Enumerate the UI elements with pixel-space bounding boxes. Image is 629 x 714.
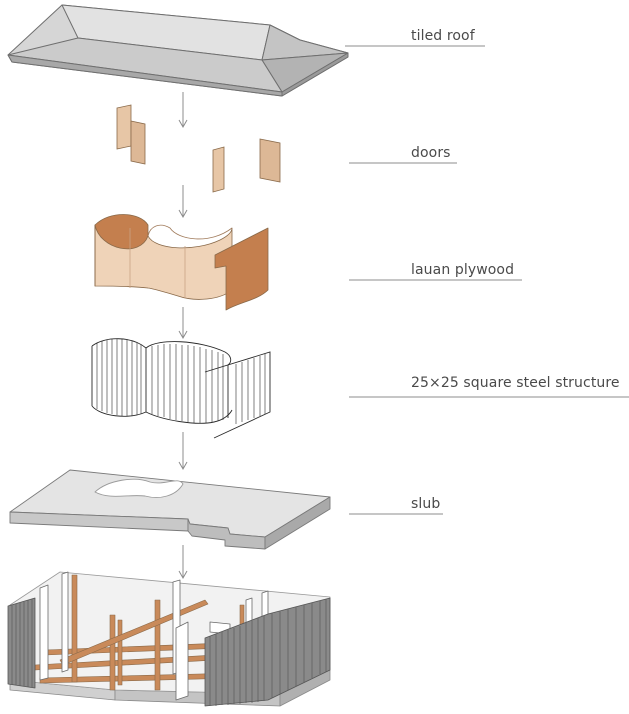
- label-doors: doors: [411, 145, 451, 161]
- door-panel: [130, 120, 146, 165]
- door-panel: [116, 104, 132, 150]
- label-slab: slub: [411, 496, 441, 512]
- arrow-down-icon: [178, 307, 188, 340]
- corrugated-wall-left: [7, 597, 36, 689]
- corrugated-wall-right: [204, 597, 331, 707]
- steel-studs: [96, 339, 266, 424]
- slab-illustration: [9, 469, 331, 550]
- door-panel: [212, 146, 225, 193]
- base-structure-illustration: [7, 571, 331, 707]
- arrows: [178, 92, 188, 580]
- doors-illustration: [116, 104, 281, 193]
- arrow-down-icon: [178, 545, 188, 580]
- arrow-down-icon: [178, 92, 188, 129]
- label-lauan-plywood: lauan plywood: [411, 262, 515, 278]
- arrow-down-icon: [178, 185, 188, 219]
- roof-illustration: [7, 4, 349, 97]
- leader-lines: [345, 45, 629, 515]
- plywood-illustration: [94, 214, 269, 311]
- arrow-down-icon: [178, 432, 188, 471]
- label-steel-structure: 25×25 square steel structure: [411, 375, 620, 391]
- steel-structure-illustration: [91, 338, 271, 439]
- door-panel: [259, 138, 281, 183]
- label-tiled-roof: tiled roof: [411, 28, 475, 44]
